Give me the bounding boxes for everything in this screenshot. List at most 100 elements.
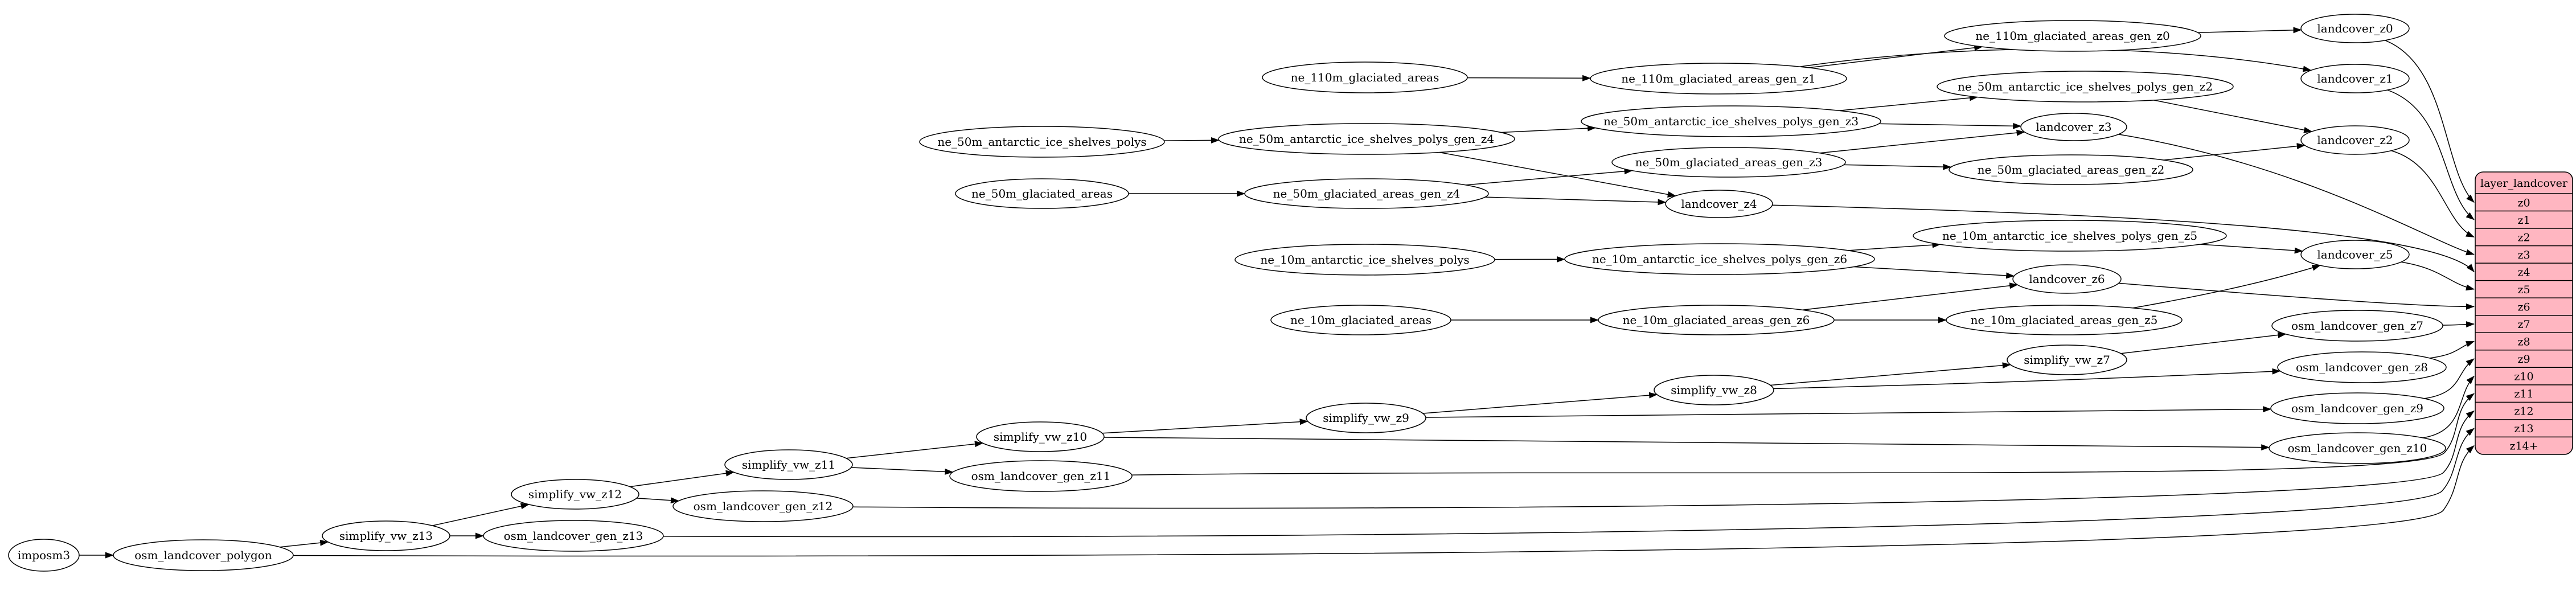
- node-shape-ne_50m_antarctic_ice_shelves_polys: [919, 126, 1165, 158]
- node-label-landcover_z5: landcover_z5: [2317, 248, 2393, 261]
- node-ne_110m_glaciated_areas_gen_z1: ne_110m_glaciated_areas_gen_z1: [1590, 63, 1847, 95]
- node-simplify_vw_z10: simplify_vw_z10: [976, 421, 1105, 452]
- edge-osm_landcover_gen_z8-to-z8: [2429, 341, 2475, 359]
- node-simplify_vw_z11: simplify_vw_z11: [724, 449, 853, 480]
- edge-landcover_z6-to-z6: [2118, 282, 2475, 310]
- node-ne_50m_glaciated_areas_gen_z3: ne_50m_glaciated_areas_gen_z3: [1611, 147, 1846, 178]
- node-shape-landcover_z0: [2300, 14, 2410, 43]
- node-shape-ne_10m_antarctic_ice_shelves_polys_gen_z6: [1564, 243, 1875, 275]
- node-shape-osm_landcover_gen_z13: [483, 520, 664, 552]
- node-shape-osm_landcover_gen_z8: [2277, 351, 2447, 383]
- node-label-ne_110m_glaciated_areas: ne_110m_glaciated_areas: [1291, 71, 1439, 84]
- edge-osm_landcover_gen_z12-to-z12: [852, 410, 2475, 509]
- edge-ne_10m_antarctic_ice_shelves_polys_gen_z6-to-ne_10m_antarctic_ice_shelves_polys_gen_z5: [1848, 241, 1941, 251]
- node-label-osm_landcover_polygon: osm_landcover_polygon: [134, 548, 272, 562]
- node-label-landcover_z1: landcover_z1: [2317, 72, 2393, 85]
- node-label-landcover_z4: landcover_z4: [1681, 197, 1757, 211]
- edge-ne_50m_glaciated_areas_gen_z3-to-ne_50m_glaciated_areas_gen_z2: [1844, 163, 1952, 170]
- node-osm_landcover_gen_z9: osm_landcover_gen_z9: [2270, 392, 2444, 424]
- node-landcover_z0: landcover_z0: [2300, 14, 2410, 43]
- node-osm_landcover_gen_z11: osm_landcover_gen_z11: [949, 460, 1133, 492]
- node-label-ne_50m_antarctic_ice_shelves_polys_gen_z2: ne_50m_antarctic_ice_shelves_polys_gen_z…: [1958, 80, 2213, 93]
- node-shape-simplify_vw_z7: [2007, 345, 2127, 375]
- table-row-z13: z13: [2514, 423, 2533, 435]
- node-label-osm_landcover_gen_z9: osm_landcover_gen_z9: [2291, 401, 2423, 415]
- node-label-ne_110m_glaciated_areas_gen_z1: ne_110m_glaciated_areas_gen_z1: [1621, 72, 1815, 85]
- edge-simplify_vw_z11-to-osm_landcover_gen_z11: [851, 467, 954, 475]
- edge-ne_110m_glaciated_areas_gen_z1-to-ne_110m_glaciated_areas_gen_z0: [1808, 44, 1983, 68]
- edge-osm_landcover_gen_z7-to-z7: [2442, 321, 2475, 328]
- table-row-z2: z2: [2517, 231, 2530, 244]
- node-ne_50m_glaciated_areas: ne_50m_glaciated_areas: [955, 178, 1129, 209]
- node-label-simplify_vw_z8: simplify_vw_z8: [1671, 383, 1757, 397]
- edge-landcover_z5-to-z5: [2401, 261, 2475, 291]
- edge-simplify_vw_z10-to-osm_landcover_gen_z10: [1104, 437, 2270, 451]
- table-frame: [2475, 171, 2573, 455]
- node-simplify_vw_z12: simplify_vw_z12: [511, 479, 639, 510]
- node-shape-osm_landcover_gen_z11: [949, 460, 1133, 492]
- node-shape-ne_110m_glaciated_areas_gen_z0: [1944, 20, 2201, 52]
- node-label-simplify_vw_z11: simplify_vw_z11: [742, 458, 835, 471]
- edge-ne_50m_antarctic_ice_shelves_polys_gen_z2-to-landcover_z2: [2153, 100, 2313, 133]
- node-osm_landcover_gen_z12: osm_landcover_gen_z12: [672, 490, 854, 522]
- node-label-osm_landcover_gen_z12: osm_landcover_gen_z12: [694, 499, 833, 513]
- edge-ne_50m_glaciated_areas_gen_z2-to-landcover_z2: [2163, 143, 2306, 161]
- node-label-ne_10m_antarctic_ice_shelves_polys_gen_z6: ne_10m_antarctic_ice_shelves_polys_gen_z…: [1592, 252, 1847, 266]
- edge-simplify_vw_z13-to-simplify_vw_z12: [432, 503, 530, 526]
- edge-ne_50m_antarctic_ice_shelves_polys_gen_z3-to-landcover_z3: [1878, 122, 2022, 129]
- node-label-osm_landcover_gen_z13: osm_landcover_gen_z13: [504, 529, 643, 543]
- node-ne_10m_glaciated_areas_gen_z5: ne_10m_glaciated_areas_gen_z5: [1946, 305, 2183, 335]
- node-label-osm_landcover_gen_z7: osm_landcover_gen_z7: [2291, 319, 2423, 333]
- node-ne_50m_glaciated_areas_gen_z2: ne_50m_glaciated_areas_gen_z2: [1949, 154, 2193, 185]
- node-label-simplify_vw_z12: simplify_vw_z12: [528, 487, 622, 501]
- edge-landcover_z0-to-z0: [2385, 40, 2475, 203]
- table-row-z9: z9: [2517, 353, 2530, 366]
- edge-landcover_z4-to-z4: [1772, 204, 2475, 273]
- node-landcover_z4: landcover_z4: [1665, 190, 1773, 218]
- edge-osm_landcover_gen_z10-to-z10: [2422, 375, 2475, 438]
- edge-ne_50m_antarctic_ice_shelves_polys-to-ne_50m_antarctic_ice_shelves_polys_gen_z4: [1164, 137, 1220, 143]
- node-shape-landcover_z2: [2300, 125, 2410, 155]
- node-shape-osm_landcover_gen_z10: [2269, 432, 2446, 464]
- node-shape-simplify_vw_z9: [1306, 403, 1426, 433]
- node-shape-ne_10m_antarctic_ice_shelves_polys_gen_z5: [1913, 220, 2227, 252]
- node-shape-ne_10m_glaciated_areas_gen_z6: [1598, 305, 1835, 335]
- node-label-landcover_z2: landcover_z2: [2317, 133, 2393, 147]
- node-osm_landcover_gen_z13: osm_landcover_gen_z13: [483, 520, 664, 552]
- node-simplify_vw_z8: simplify_vw_z8: [1654, 375, 1774, 405]
- node-label-ne_10m_antarctic_ice_shelves_polys: ne_10m_antarctic_ice_shelves_polys: [1260, 253, 1469, 266]
- node-shape-osm_landcover_gen_z9: [2270, 392, 2444, 424]
- node-label-ne_50m_antarctic_ice_shelves_polys: ne_50m_antarctic_ice_shelves_polys: [937, 135, 1146, 149]
- node-landcover_z3: landcover_z3: [2020, 113, 2127, 141]
- node-osm_landcover_gen_z7: osm_landcover_gen_z7: [2271, 310, 2443, 342]
- table-row-z0: z0: [2517, 196, 2530, 209]
- edge-ne_10m_antarctic_ice_shelves_polys_gen_z6-to-landcover_z6: [1853, 266, 2015, 279]
- node-shape-simplify_vw_z13: [322, 520, 450, 551]
- edge-ne_50m_antarctic_ice_shelves_polys_gen_z4-to-ne_50m_antarctic_ice_shelves_polys_gen_z3: [1500, 125, 1597, 133]
- node-shape-ne_10m_glaciated_areas: [1270, 305, 1451, 335]
- edge-ne_10m_glaciated_areas_gen_z5-to-landcover_z5: [2132, 265, 2321, 309]
- node-label-ne_50m_glaciated_areas: ne_50m_glaciated_areas: [971, 187, 1113, 200]
- node-shape-simplify_vw_z12: [511, 479, 639, 510]
- node-label-ne_10m_glaciated_areas: ne_10m_glaciated_areas: [1290, 313, 1431, 327]
- node-shape-osm_landcover_gen_z7: [2271, 310, 2443, 342]
- edge-landcover_z1-to-z1: [2387, 89, 2475, 220]
- node-label-osm_landcover_gen_z10: osm_landcover_gen_z10: [2288, 441, 2427, 455]
- node-label-simplify_vw_z7: simplify_vw_z7: [2024, 353, 2110, 367]
- node-label-simplify_vw_z10: simplify_vw_z10: [994, 430, 1087, 444]
- node-shape-ne_110m_glaciated_areas: [1262, 61, 1468, 93]
- node-label-ne_110m_glaciated_areas_gen_z0: ne_110m_glaciated_areas_gen_z0: [1975, 29, 2169, 43]
- node-shape-ne_50m_glaciated_areas_gen_z2: [1949, 154, 2193, 185]
- edges-layer: [79, 27, 2475, 559]
- table-row-z4: z4: [2517, 266, 2530, 278]
- node-shape-imposm3: [8, 539, 80, 572]
- table-row-z5: z5: [2517, 284, 2530, 296]
- node-label-ne_50m_antarctic_ice_shelves_polys_gen_z3: ne_50m_antarctic_ice_shelves_polys_gen_z…: [1603, 114, 1859, 128]
- node-shape-ne_50m_glaciated_areas_gen_z4: [1244, 178, 1489, 209]
- node-label-ne_50m_glaciated_areas_gen_z4: ne_50m_glaciated_areas_gen_z4: [1273, 187, 1461, 200]
- edge-ne_10m_glaciated_areas_gen_z6-to-landcover_z6: [1802, 282, 2019, 311]
- node-shape-landcover_z5: [2300, 240, 2410, 269]
- node-ne_50m_antarctic_ice_shelves_polys_gen_z4: ne_50m_antarctic_ice_shelves_polys_gen_z…: [1218, 123, 1515, 155]
